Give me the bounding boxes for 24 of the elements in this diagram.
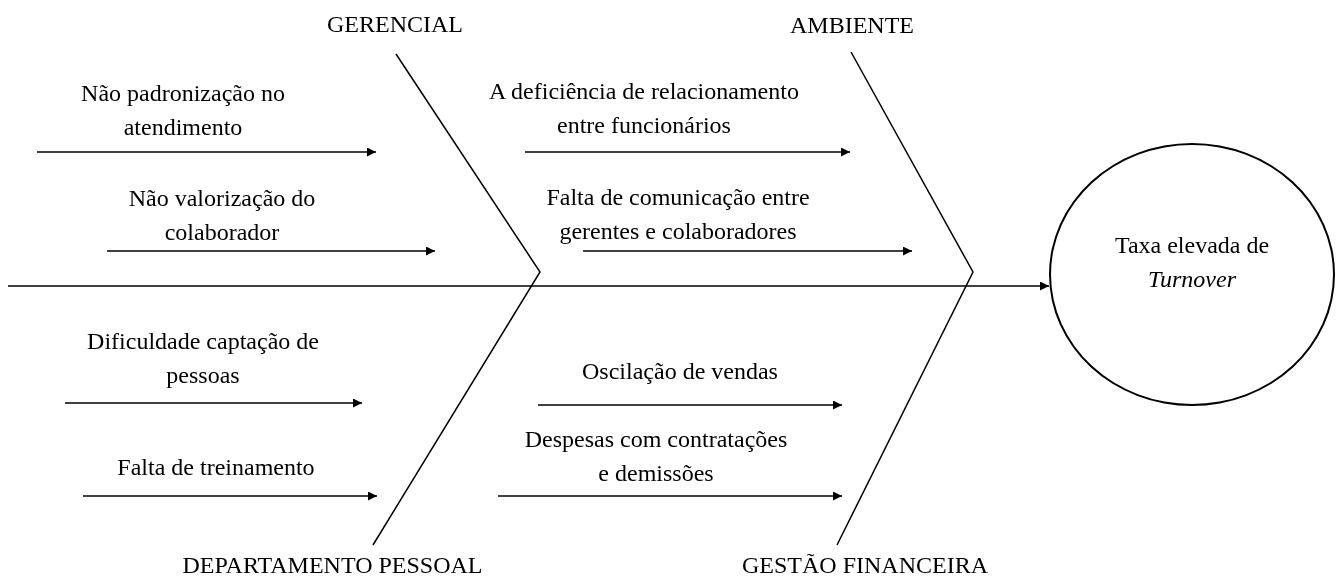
cause-label: Falta de treinamento	[83, 450, 336, 496]
spine-arrow	[7, 281, 1050, 291]
category-label: DEPARTAMENTO PESSOAL	[160, 545, 505, 577]
cause-arrow	[537, 400, 843, 410]
category-label: GESTÃO FINANCEIRA	[720, 545, 1010, 577]
cause-arrow	[582, 246, 913, 256]
cause-label: Dificuldade captação de pessoas	[65, 324, 338, 403]
bone-line	[372, 53, 541, 546]
cause-label: Falta de comunicação entre gerentes e colaboradores	[543, 180, 813, 251]
bone-line	[836, 51, 974, 546]
effect-label: Taxa elevada de Turnover	[1113, 230, 1271, 294]
cause-arrow	[497, 491, 843, 501]
cause-label: A deficiência de relacionamento entre funcionários	[485, 74, 803, 152]
cause-arrow	[36, 147, 377, 157]
category-label: GERENCIAL	[320, 12, 470, 54]
effect-circle	[1049, 143, 1335, 406]
cause-label: Oscilação de vendas	[538, 354, 810, 405]
cause-label: Não valorização do colaborador	[107, 181, 335, 251]
cause-arrow	[524, 147, 851, 157]
cause-arrow	[64, 398, 363, 408]
cause-arrow	[106, 246, 436, 256]
cause-label: Despesas com contratações e demissões	[498, 422, 790, 496]
cause-label: Não padronização no atendimento	[37, 76, 303, 152]
cause-arrow	[82, 491, 378, 501]
